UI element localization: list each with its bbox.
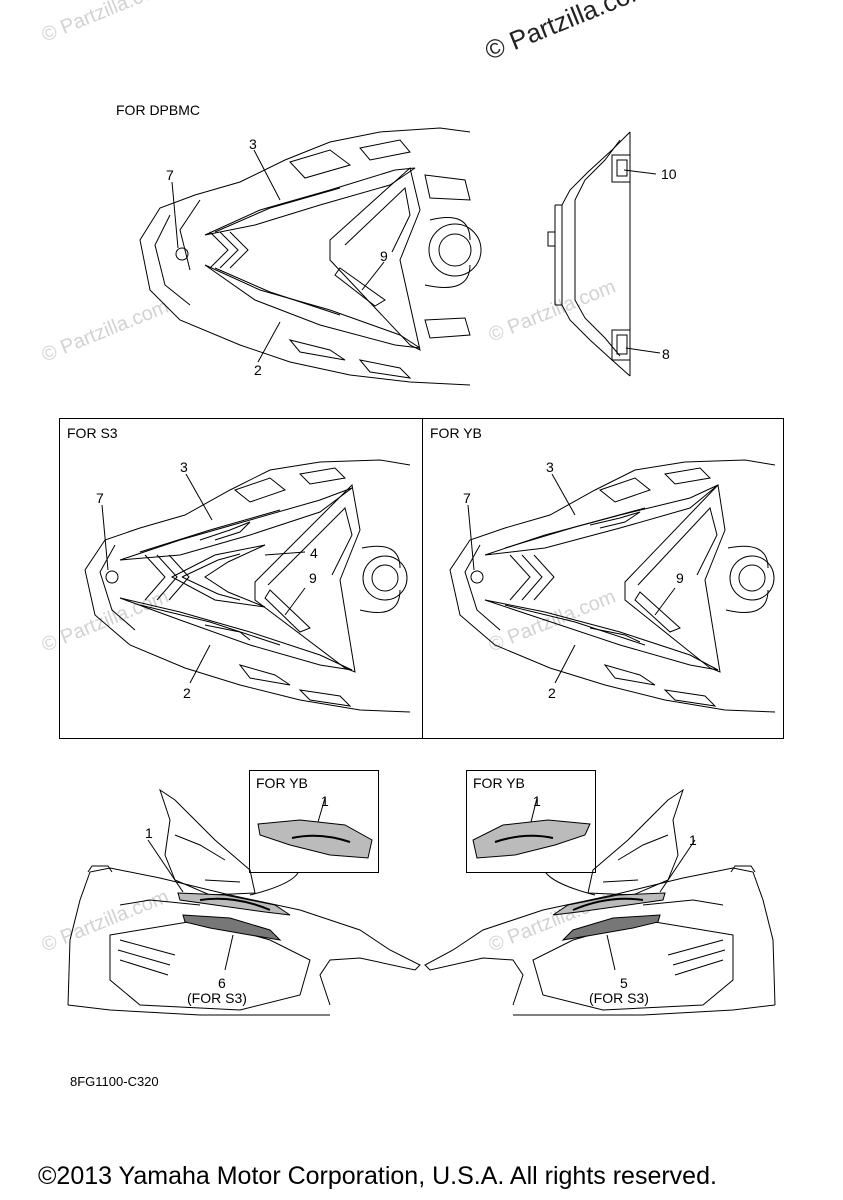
callout-right-5: 5 <box>620 975 628 991</box>
callout-yb-2: 2 <box>548 685 556 701</box>
callout-right-1: 1 <box>689 832 697 848</box>
callout-s3-4: 4 <box>310 545 318 561</box>
callout-left-6-note: (FOR S3) <box>187 990 247 1006</box>
callout-top-10: 10 <box>661 166 677 182</box>
callout-yb-9: 9 <box>676 570 684 586</box>
inset-right-label: FOR YB <box>473 775 525 791</box>
inset-left-label: FOR YB <box>256 775 308 791</box>
callout-s3-2: 2 <box>183 685 191 701</box>
callout-top-7: 7 <box>166 167 174 183</box>
copyright-footer: ©2013 Yamaha Motor Corporation, U.S.A. A… <box>38 1162 717 1190</box>
inset-right-yb <box>466 770 596 873</box>
callout-left-1: 1 <box>145 825 153 841</box>
section-label-yb: FOR YB <box>430 425 482 441</box>
inset-left-yb <box>249 770 379 873</box>
callout-right-5-note: (FOR S3) <box>589 990 649 1006</box>
callout-yb-3: 3 <box>546 459 554 475</box>
diagram-code: 8FG1100-C320 <box>70 1074 159 1089</box>
callout-s3-7: 7 <box>96 490 104 506</box>
callout-top-8: 8 <box>662 346 670 362</box>
callout-s3-9: 9 <box>309 570 317 586</box>
yb-panel <box>422 418 784 739</box>
callout-yb-7: 7 <box>463 490 471 506</box>
callout-inset-left-1: 1 <box>321 793 329 809</box>
callout-left-6: 6 <box>218 975 226 991</box>
section-label-s3: FOR S3 <box>67 425 118 441</box>
callout-top-3: 3 <box>249 136 257 152</box>
callout-inset-right-1: 1 <box>533 793 541 809</box>
callout-top-9: 9 <box>380 248 388 264</box>
section-label-dpbmc: FOR DPBMC <box>116 102 200 118</box>
callout-s3-3: 3 <box>180 459 188 475</box>
callout-top-2: 2 <box>254 362 262 378</box>
